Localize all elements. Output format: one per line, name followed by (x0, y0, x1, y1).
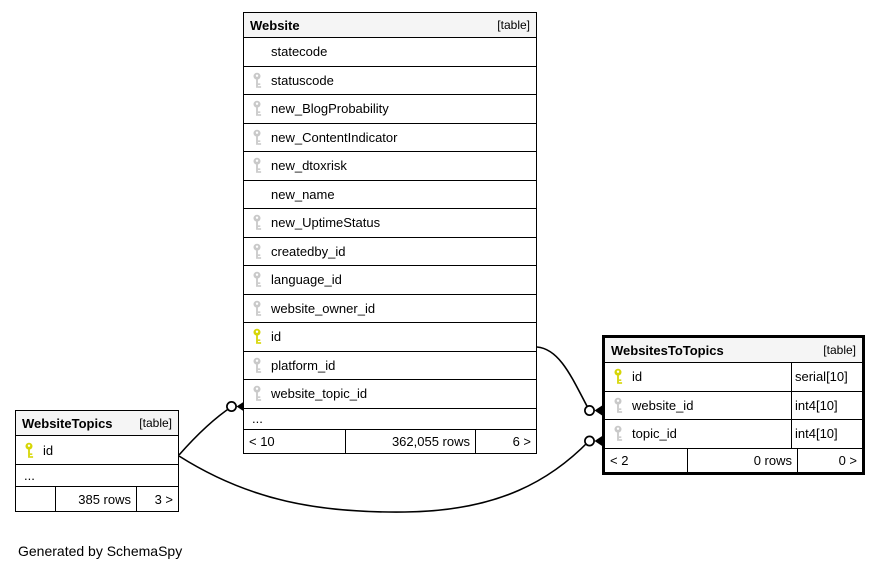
column-row: new_UptimeStatus (244, 209, 536, 238)
table-header[interactable]: WebsiteTopics [table] (16, 411, 178, 436)
column-name: new_name (271, 186, 335, 202)
column-row: website_owner_id (244, 295, 536, 323)
column-row: platform_id (244, 352, 536, 380)
column-name: new_ContentIndicator (271, 129, 398, 145)
table-title[interactable]: Website (250, 17, 300, 33)
zero-or-one-dot (226, 401, 237, 412)
column-row: website_topic_id (244, 380, 536, 409)
column-row: statuscode (244, 67, 536, 95)
table-type-tag: [table] (823, 343, 856, 357)
column-row: createdby_id (244, 238, 536, 266)
column-type: serial[10] (791, 363, 862, 391)
pager-next[interactable]: 3 > (154, 491, 173, 507)
pager-next[interactable]: 6 > (512, 433, 531, 449)
fk-edge-websitetopicid (178, 405, 233, 456)
more-columns-row[interactable]: ... (16, 465, 178, 487)
table-pager: < 10 362,055 rows 6 > (244, 429, 536, 453)
index-key-icon (613, 425, 624, 442)
table-pager: 385 rows 3 > (16, 487, 178, 511)
pager-prev[interactable]: < 2 (605, 448, 688, 472)
index-key-icon (252, 243, 263, 260)
column-name: id (43, 442, 54, 458)
table-type-tag: [table] (497, 18, 530, 32)
table-title[interactable]: WebsiteTopics (22, 415, 113, 431)
primary-key-icon (252, 328, 263, 345)
column-name: id (632, 369, 643, 385)
generated-by-caption: Generated by SchemaSpy (18, 543, 183, 559)
column-row: language_id (244, 266, 536, 295)
table-header[interactable]: Website [table] (244, 13, 536, 38)
column-row: new_dtoxrisk (244, 152, 536, 181)
column-type: int4[10] (791, 420, 862, 448)
index-key-icon (613, 397, 624, 414)
column-name: website_owner_id (271, 300, 376, 316)
more-columns-row[interactable]: ... (244, 409, 536, 430)
column-row: statecode (244, 38, 536, 67)
column-name: topic_id (632, 426, 677, 442)
index-key-icon (252, 357, 263, 374)
index-key-icon (252, 300, 263, 317)
primary-key-icon (24, 442, 35, 459)
column-name: new_dtoxrisk (271, 158, 347, 174)
column-type: int4[10] (791, 391, 862, 419)
index-key-icon (252, 129, 263, 146)
row-count: 0 rows (688, 448, 798, 472)
column-name: platform_id (271, 357, 336, 373)
table-pager: < 2 0 rows 0 > (605, 448, 862, 472)
zero-or-one-dot (584, 435, 595, 447)
pager-next[interactable]: 0 > (838, 452, 857, 468)
index-key-icon (252, 100, 263, 117)
table-website: Website [table] statecode statuscode new… (243, 12, 537, 454)
index-key-icon (252, 385, 263, 402)
column-row: new_name (244, 181, 536, 209)
column-row: id (244, 323, 536, 352)
column-name: language_id (271, 272, 342, 288)
column-row: new_ContentIndicator (244, 124, 536, 152)
row-count: 385 rows (56, 487, 137, 511)
table-websitetopics: WebsiteTopics [table] id ... 385 rows 3 … (15, 410, 179, 512)
more-columns-indicator: ... (252, 411, 263, 426)
column-row: id serial[10] (605, 363, 862, 392)
column-name: id (271, 329, 282, 345)
index-key-icon (252, 271, 263, 288)
column-name: statecode (271, 44, 328, 60)
column-row: id (16, 436, 178, 465)
column-name: statuscode (271, 72, 334, 88)
zero-or-one-dot (584, 405, 595, 416)
more-columns-indicator: ... (24, 468, 35, 483)
column-row: website_id int4[10] (605, 391, 862, 420)
column-name: website_topic_id (271, 386, 368, 402)
index-key-icon (252, 72, 263, 89)
column-name: new_BlogProbability (271, 101, 389, 117)
column-row: new_BlogProbability (244, 95, 536, 124)
table-websitestotopics: WebsitesToTopics [table] id serial[10] w… (602, 335, 865, 475)
column-name: createdby_id (271, 243, 346, 259)
row-count: 362,055 rows (346, 429, 476, 453)
table-header[interactable]: WebsitesToTopics [table] (605, 338, 862, 363)
table-type-tag: [table] (139, 416, 172, 430)
index-key-icon (252, 157, 263, 174)
column-name: new_UptimeStatus (271, 215, 381, 231)
primary-key-icon (613, 368, 624, 385)
column-row: topic_id int4[10] (605, 420, 862, 449)
table-title[interactable]: WebsitesToTopics (611, 342, 724, 358)
column-name: website_id (632, 397, 694, 413)
pager-prev (16, 487, 56, 511)
pager-prev[interactable]: < 10 (244, 429, 346, 453)
index-key-icon (252, 214, 263, 231)
fk-edge-websiteid (536, 346, 590, 411)
